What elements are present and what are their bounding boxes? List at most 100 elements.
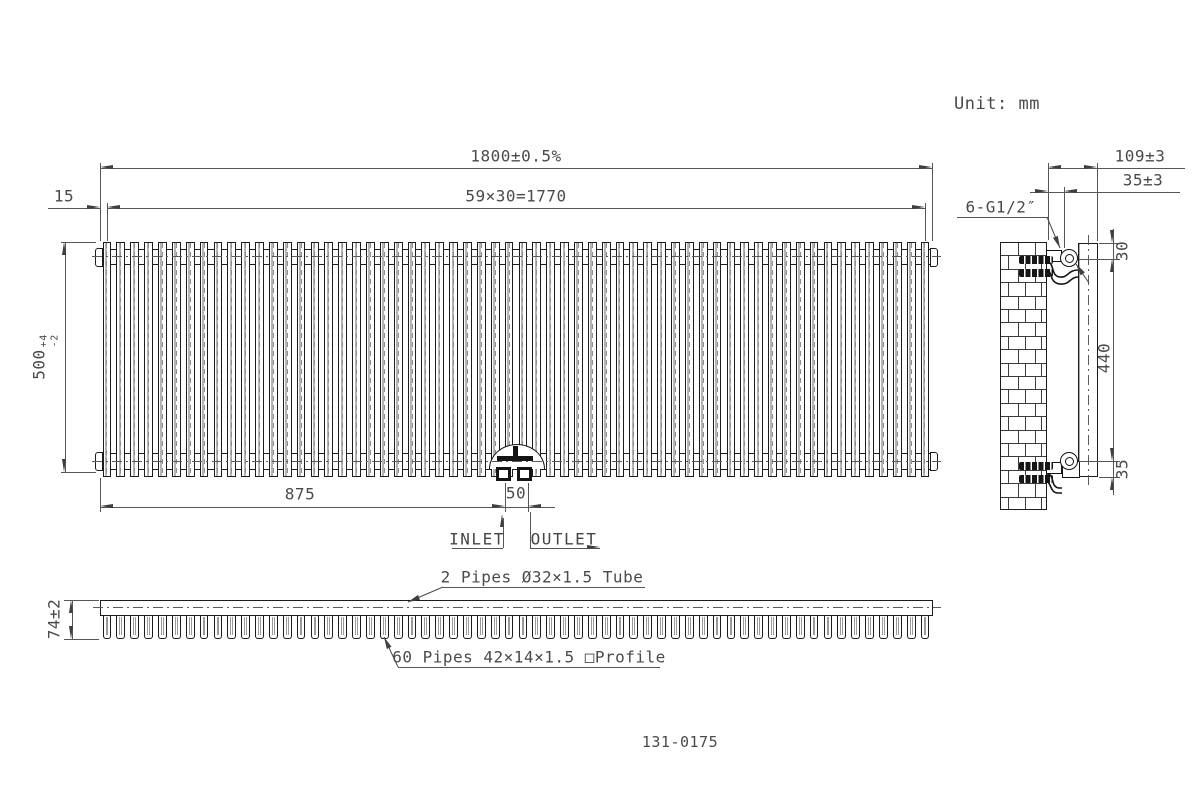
profile-fin [615, 615, 625, 639]
radiator-bar [684, 242, 694, 477]
dim-pipe-center-to-bottom: 35 [1112, 458, 1132, 480]
brick-row [1001, 283, 1046, 297]
brick-joint [1007, 390, 1009, 403]
brick-joint [1017, 296, 1019, 309]
radiator-bar [906, 242, 916, 477]
brick-joint [1017, 269, 1019, 283]
centerline [1087, 235, 1089, 485]
radiator-bar [213, 242, 223, 477]
brick-row [1001, 484, 1046, 498]
profile-fin [518, 615, 528, 639]
dim-top-to-pipe-center: 30 [1112, 240, 1132, 262]
radiator-bar [102, 242, 112, 477]
profile-fin [671, 615, 680, 639]
radiator-bar [587, 242, 597, 477]
profile-fin [352, 615, 361, 639]
radiator-bar [615, 242, 625, 477]
profile-fin [421, 615, 431, 639]
brick-row [1001, 296, 1046, 310]
profile-fin [629, 615, 639, 639]
profile-fin [587, 615, 597, 639]
pipe-connection-bore [1064, 253, 1074, 263]
profile-fin [171, 615, 181, 639]
brick-row [1001, 430, 1046, 444]
dim-height: 500+4-2 [29, 334, 61, 380]
profile-fin [754, 615, 764, 639]
radiator-bar [823, 242, 833, 477]
radiator-bar [255, 242, 264, 477]
centerline [92, 461, 941, 462]
profile-fin [130, 615, 140, 639]
brick-row [1001, 377, 1046, 391]
profile-fin [185, 615, 195, 639]
dim-inlet-outlet-spacing: 50 [505, 483, 527, 503]
radiator-bar [643, 242, 653, 477]
profile-fin [241, 615, 251, 639]
radiator-bar [268, 242, 278, 477]
brick-joint [1041, 363, 1043, 376]
profile-fin [546, 615, 556, 639]
radiator-bar [227, 242, 237, 477]
profile-fin [227, 615, 237, 639]
wall-bolt [1019, 256, 1053, 264]
radiator-bar [865, 242, 874, 477]
brick-joint [1007, 363, 1009, 376]
dim-overall-width: 1800±0.5% [470, 146, 562, 166]
brick-row [1001, 403, 1046, 418]
brick-joint [1017, 403, 1019, 417]
brick-joint [1007, 256, 1009, 269]
profile-fin [504, 615, 514, 639]
brick-joint [1024, 336, 1026, 350]
profile-fin [892, 615, 902, 639]
radiator-bar [657, 242, 666, 477]
profile-fin [920, 615, 930, 639]
brick-joint [1041, 417, 1043, 430]
brick-joint [1017, 484, 1019, 497]
brick-joint [1017, 377, 1019, 390]
brick-joint [1024, 363, 1026, 376]
profile-fin [698, 615, 708, 639]
radiator-bar [449, 242, 458, 477]
profile-fin [102, 615, 112, 639]
profile-fin [560, 615, 569, 639]
wall-bolt [1019, 462, 1053, 470]
radiator-bar [310, 242, 320, 477]
brick-joint [1034, 430, 1036, 443]
radiator-bar [560, 242, 569, 477]
radiator-bar [116, 242, 126, 477]
inlet-label: INLET [449, 529, 505, 549]
brick-row [1001, 243, 1046, 257]
brick-joint [1034, 323, 1036, 336]
radiator-bar [698, 242, 708, 477]
radiator-bar [601, 242, 611, 477]
profile-fin [726, 615, 736, 639]
radiator-bar [781, 242, 791, 477]
brick-row [1001, 390, 1046, 404]
outlet-label: OUTLET [530, 529, 598, 549]
radiator-bar [476, 242, 486, 477]
profile-fin [213, 615, 223, 639]
brick-joint [1024, 417, 1026, 430]
radiator-bar [158, 242, 167, 477]
brick-joint [1041, 444, 1043, 457]
inlet-stub [496, 467, 511, 481]
brick-joint [1024, 283, 1026, 296]
brick-joint [1041, 283, 1043, 296]
profile-fin [740, 615, 750, 639]
brick-joint [1034, 296, 1036, 309]
radiator-bar [463, 242, 472, 477]
radiator-bar [393, 242, 403, 477]
radiator-bar [573, 242, 583, 477]
brick-joint [1034, 243, 1036, 256]
outlet-stub [517, 467, 532, 481]
profile-fin [490, 615, 500, 639]
profile-fin [879, 615, 888, 639]
brick-row [1001, 310, 1046, 324]
profile-fin [809, 615, 819, 639]
brick-joint [1007, 444, 1009, 457]
brick-joint [1017, 243, 1019, 256]
profile-fin [851, 615, 861, 639]
profile-fin [199, 615, 209, 639]
radiator-bar [324, 242, 334, 477]
